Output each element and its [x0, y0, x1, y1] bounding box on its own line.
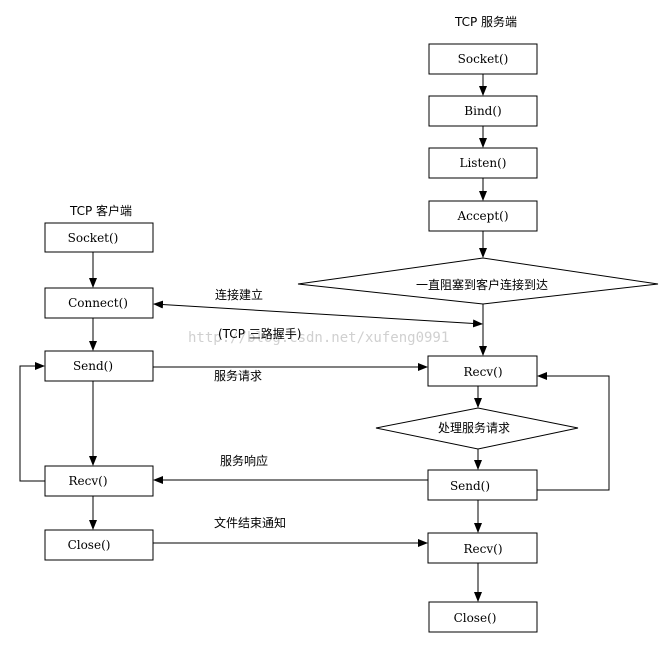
watermark: http://blog.csdn.net/xufeng0991	[188, 330, 449, 346]
server-recv2-box: Recv()	[427, 532, 538, 564]
server-block-wait-diamond: 一直阻塞到客户连接到达	[297, 257, 659, 305]
client-title: TCP 客户端	[69, 203, 132, 218]
client-close-box: Close()	[44, 529, 154, 561]
edge-close-notify-label: 文件结束通知	[214, 515, 286, 530]
edge-request-label: 服务请求	[214, 368, 262, 383]
server-socket-label: Socket()	[458, 52, 509, 66]
client-recv-label: Recv()	[69, 474, 108, 488]
server-listen-label: Listen()	[460, 156, 507, 170]
edge-server-loop	[537, 372, 610, 491]
server-close-label: Close()	[454, 611, 497, 625]
edge-client-loop	[19, 362, 45, 482]
server-accept-box: Accept()	[428, 200, 538, 232]
server-socket-box: Socket()	[428, 43, 538, 75]
edge-connect-handshake	[153, 300, 483, 328]
server-process-label: 处理服务请求	[438, 420, 510, 435]
server-bind-box: Bind()	[428, 95, 538, 127]
server-listen-box: Listen()	[428, 147, 538, 179]
client-close-label: Close()	[68, 538, 111, 552]
server-send-box: Send()	[427, 469, 538, 501]
server-recv1-label: Recv()	[464, 365, 503, 379]
client-connect-box: Connect()	[44, 287, 154, 319]
server-close-box: Close()	[428, 601, 538, 633]
server-recv1-box: Recv()	[427, 355, 538, 387]
client-socket-box: Socket()	[44, 222, 154, 253]
server-recv2-label: Recv()	[464, 542, 503, 556]
server-process-diamond: 处理服务请求	[375, 407, 579, 450]
client-send-box: Send()	[44, 350, 154, 382]
edge-connect-label: 连接建立	[215, 287, 263, 302]
server-block-wait-label: 一直阻塞到客户连接到达	[416, 277, 548, 292]
server-send-label: Send()	[450, 479, 490, 493]
client-socket-label: Socket()	[68, 231, 119, 245]
server-accept-label: Accept()	[456, 209, 508, 223]
client-send-label: Send()	[73, 359, 113, 373]
edge-handshake-label: (TCP 三路握手)	[218, 326, 301, 341]
server-title: TCP 服务端	[454, 14, 517, 29]
client-recv-box: Recv()	[44, 465, 154, 497]
edge-response-label: 服务响应	[220, 453, 268, 468]
client-connect-label: Connect()	[68, 296, 128, 310]
server-bind-label: Bind()	[464, 104, 501, 118]
